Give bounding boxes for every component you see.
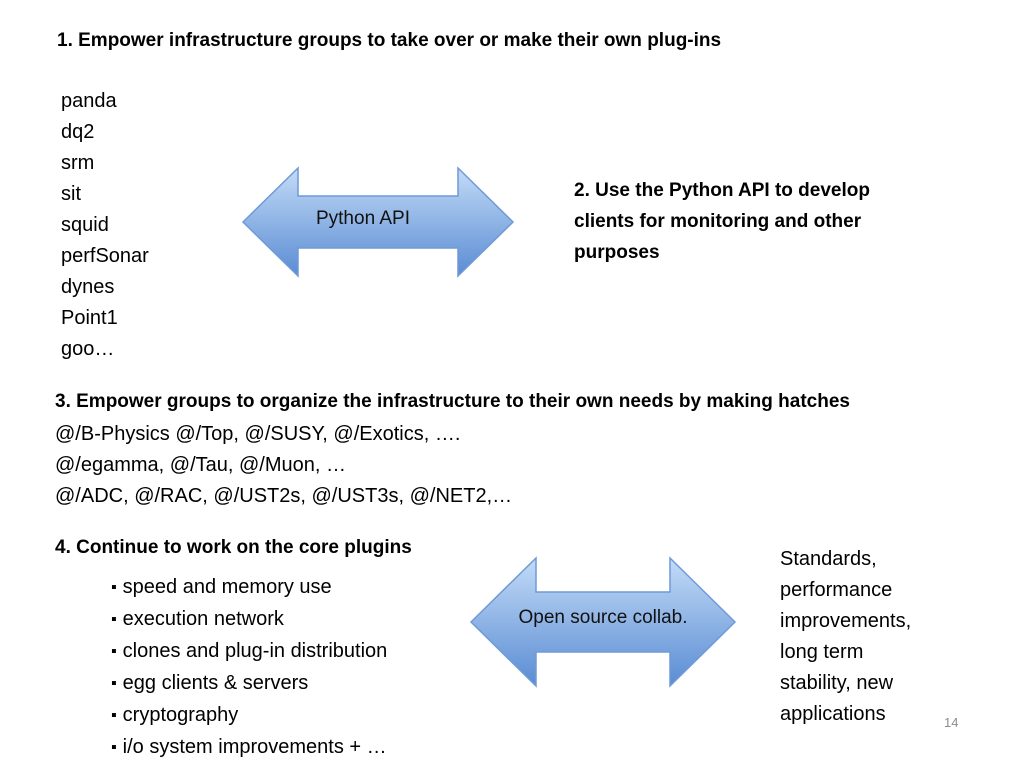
list-item: panda: [61, 90, 117, 112]
list-item: dq2: [61, 121, 95, 143]
core-plugins-list: speed and memory use execution network c…: [111, 572, 388, 764]
python-api-arrow: Python API: [240, 166, 516, 278]
list-item: perfSonar: [61, 245, 149, 267]
list-item: Point1: [61, 307, 118, 329]
section2-line: purposes: [574, 242, 660, 263]
list-item: speed and memory use: [111, 572, 387, 604]
list-item: goo…: [61, 338, 115, 360]
list-item: clones and plug-in distribution: [111, 636, 388, 668]
list-item: execution network: [111, 604, 387, 636]
section2-line: clients for monitoring and other: [574, 211, 862, 232]
list-item: dynes: [61, 276, 115, 298]
section2-text: 2. Use the Python API to develop clients…: [574, 175, 870, 268]
slide-number: 14: [944, 715, 959, 730]
hatches-list: @/B-Physics @/Top, @/SUSY, @/Exotics, ….…: [55, 419, 512, 512]
section4-heading: 4. Continue to work on the core plugins: [55, 537, 412, 558]
side-note: Standards, performance improvements, lon…: [780, 544, 911, 730]
side-note-line: performance: [780, 579, 893, 601]
double-arrow-icon: [241, 166, 515, 278]
side-note-line: stability, new: [780, 672, 894, 694]
arrow-label-python-api: Python API: [315, 208, 410, 229]
list-item: egg clients & servers: [111, 668, 387, 700]
hatches-line: @/egamma, @/Tau, @/Muon, …: [55, 454, 347, 476]
side-note-line: Standards,: [780, 548, 877, 570]
hatches-line: @/B-Physics @/Top, @/SUSY, @/Exotics, ….: [55, 423, 461, 445]
plugin-list: panda dq2 srm sit squid perfSonar dynes …: [61, 86, 149, 365]
list-item: srm: [61, 152, 95, 174]
side-note-line: applications: [780, 703, 886, 725]
arrow-label-open-source: Open source collab.: [518, 607, 688, 628]
list-item: i/o system improvements + …: [111, 732, 387, 764]
side-note-line: long term: [780, 641, 864, 663]
list-item: cryptography: [111, 700, 387, 732]
section3-heading: 3. Empower groups to organize the infras…: [55, 391, 850, 412]
side-note-line: improvements,: [780, 610, 912, 632]
hatches-line: @/ADC, @/RAC, @/UST2s, @/UST3s, @/NET2,…: [55, 485, 513, 507]
section1-heading: 1. Empower infrastructure groups to take…: [57, 30, 722, 51]
list-item: squid: [61, 214, 109, 236]
double-arrow-icon: [469, 556, 737, 688]
open-source-arrow: Open source collab.: [468, 556, 738, 688]
section2-line: 2. Use the Python API to develop: [574, 180, 870, 201]
list-item: sit: [61, 183, 81, 205]
